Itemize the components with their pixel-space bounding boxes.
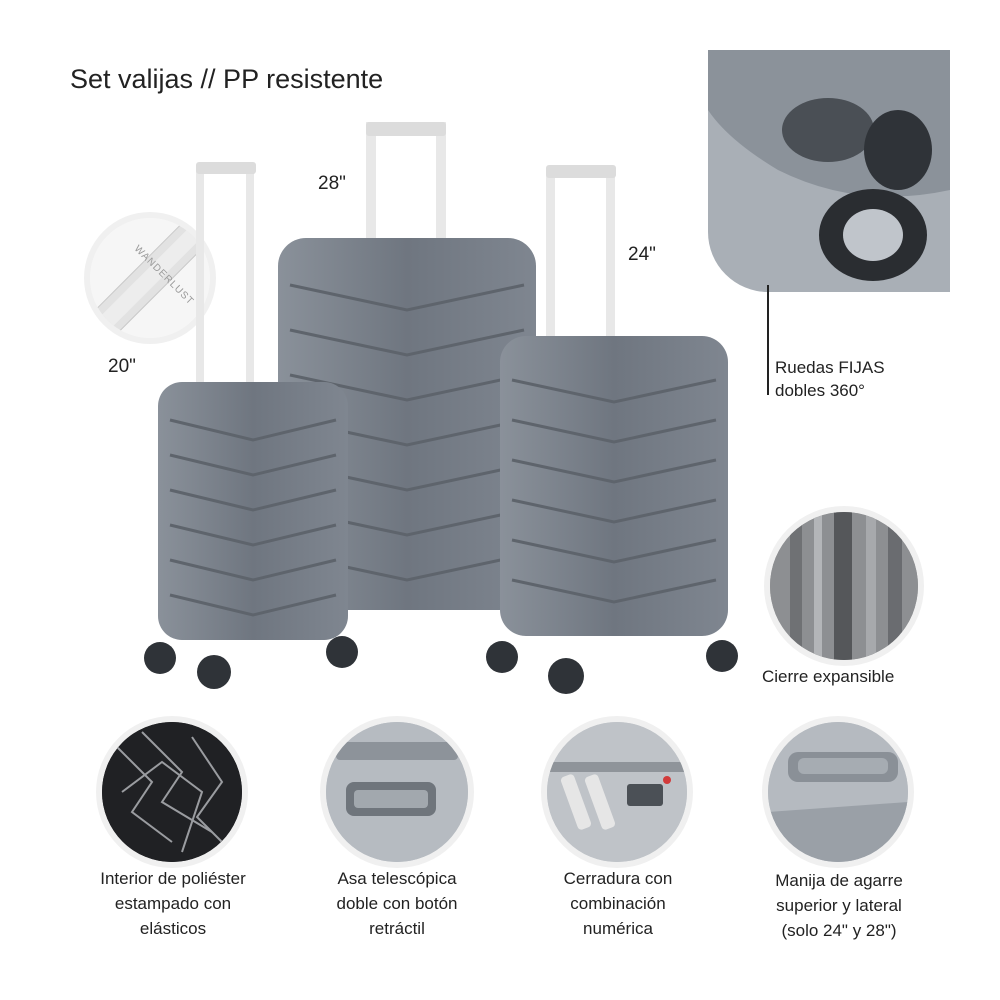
wheel-detail-image: [708, 50, 950, 292]
callout-line: [767, 285, 769, 395]
caption-line: estampado con: [114, 894, 232, 913]
grip-handle-detail-image: [768, 722, 908, 862]
caption-line: combinación: [570, 894, 666, 913]
suitcase-24: [486, 165, 738, 694]
zipper-caption: Cierre expansible: [762, 667, 895, 686]
zipper-detail-image: [770, 512, 918, 660]
caption-line: Manija de agarre: [775, 871, 903, 890]
caption-line: Interior de poliéster: [100, 869, 246, 888]
feature-caption-lock: Cerradura con combinación numérica: [513, 866, 723, 941]
size-label-24: 24": [628, 244, 656, 265]
caption-line: elásticos: [139, 919, 207, 938]
wheels-caption-line1: Ruedas FIJAS: [775, 358, 885, 377]
feature-caption-grip: Manija de agarre superior y lateral (sol…: [734, 868, 944, 943]
wheels-caption: Ruedas FIJAS dobles 360°: [775, 356, 885, 402]
feature-caption-handle: Asa telescópica doble con botón retrácti…: [292, 866, 502, 941]
caption-line: Cerradura con: [563, 869, 673, 888]
feature-caption-interior: Interior de poliéster estampado con elás…: [68, 866, 278, 941]
size-label-28: 28": [318, 173, 346, 194]
caption-line: Asa telescópica: [337, 869, 457, 888]
handle-detail-image: [326, 722, 468, 862]
caption-line: retráctil: [369, 919, 425, 938]
logo-detail-image: WANDERLUST: [90, 218, 210, 338]
suitcase-20: [144, 162, 358, 689]
size-label-20: 20": [108, 356, 136, 377]
caption-line: superior y lateral: [776, 896, 902, 915]
interior-detail-image: [102, 722, 242, 862]
page-title: Set valijas // PP resistente: [70, 64, 384, 94]
caption-line: (solo 24" y 28"): [781, 921, 897, 940]
wheels-caption-line2: dobles 360°: [775, 381, 865, 400]
luggage-set-image: [144, 122, 738, 694]
caption-line: numérica: [583, 919, 653, 938]
caption-line: doble con botón: [336, 894, 458, 913]
lock-detail-image: [547, 722, 687, 862]
